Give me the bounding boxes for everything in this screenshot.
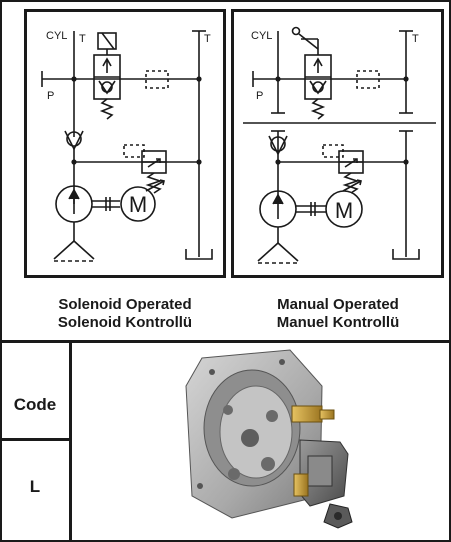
solenoid-t-top-label: T: [79, 33, 86, 45]
solenoid-hydraulic-schematic: CYL T T P M: [41, 30, 213, 262]
manual-t-right-label: T: [412, 33, 419, 45]
solenoid-p-label: P: [47, 90, 54, 102]
solenoid-caption: Solenoid Operated Solenoid Kontrollü: [25, 296, 225, 332]
table-top-rule: [0, 340, 451, 343]
manual-caption-line1: Manual Operated: [277, 296, 399, 313]
table-row-divider: [0, 438, 71, 441]
manual-p-label: P: [256, 90, 263, 102]
manual-schematic-frame: [231, 9, 444, 278]
l-label: L: [29, 477, 41, 496]
solenoid-t-right-label: T: [204, 33, 211, 45]
code-label: Code: [13, 395, 57, 414]
power-unit-block-image: [185, 349, 353, 529]
manual-motor-label: M: [335, 198, 353, 223]
solenoid-caption-line1: Solenoid Operated: [58, 296, 192, 313]
solenoid-caption-line2: Solenoid Kontrollü: [57, 314, 193, 331]
solenoid-schematic-frame: [24, 9, 226, 278]
manual-hydraulic-schematic: CYL T P M: [243, 26, 436, 264]
table-label-column-rule: [69, 340, 72, 542]
solenoid-cyl-label: CYL: [46, 30, 67, 42]
solenoid-motor-label: M: [129, 192, 147, 217]
manual-caption: Manual Operated Manuel Kontrollü: [238, 296, 438, 332]
manual-caption-line2: Manuel Kontrollü: [276, 314, 400, 331]
manual-cyl-label: CYL: [251, 30, 272, 42]
